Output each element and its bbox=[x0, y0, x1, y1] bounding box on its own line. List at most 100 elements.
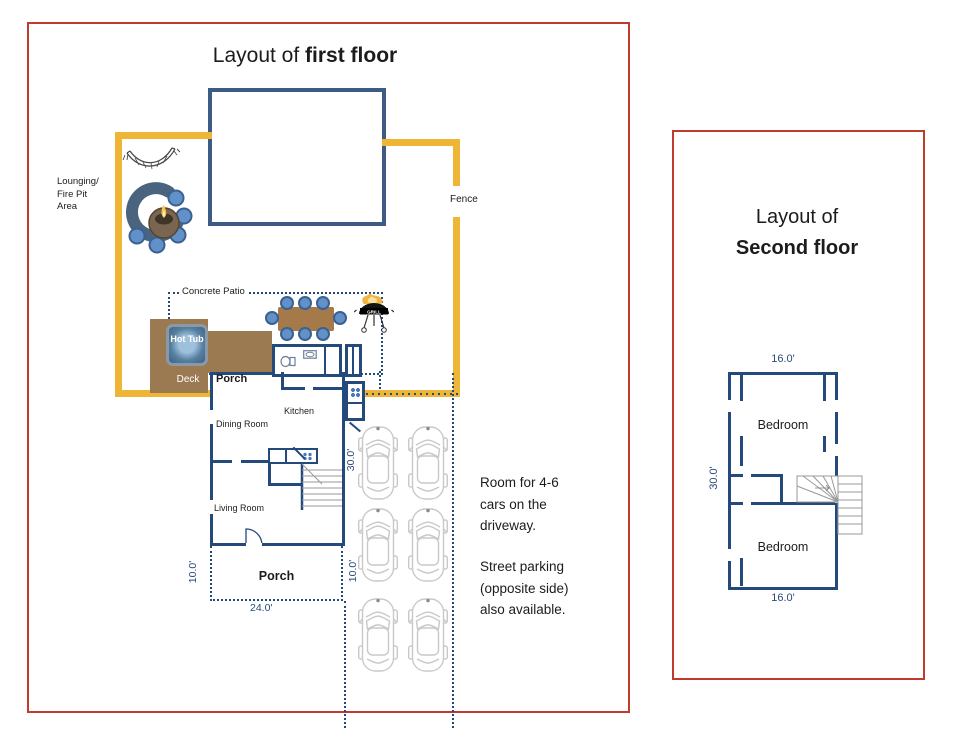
bathroom-outline bbox=[272, 344, 342, 377]
wall bbox=[780, 474, 783, 505]
kitchen-label: Kitchen bbox=[284, 406, 315, 416]
parking-note-2: Street parking (opposite side) also avai… bbox=[480, 556, 569, 621]
grill-label: GRILL bbox=[367, 309, 381, 314]
car-icon bbox=[358, 424, 398, 502]
fence-segment bbox=[382, 139, 460, 146]
chair-icon bbox=[280, 296, 294, 310]
stairs-icon bbox=[796, 475, 863, 535]
lounging-line: Area bbox=[57, 201, 78, 212]
hot-tub: Hot Tub bbox=[166, 324, 208, 366]
lounging-line: Fire Pit bbox=[57, 188, 88, 200]
closet-door bbox=[352, 347, 354, 374]
dining-room-label: Dining Room bbox=[216, 419, 269, 429]
chair-icon bbox=[333, 311, 347, 325]
note-line: cars on the bbox=[480, 496, 547, 512]
bedroom-upper-label: Bedroom bbox=[757, 418, 809, 432]
dimension-label: 10.0' bbox=[187, 560, 199, 584]
chair-icon bbox=[298, 327, 312, 341]
dimension-label: 16.0' bbox=[771, 592, 795, 604]
concrete-patio-edge bbox=[379, 371, 381, 397]
window-gap bbox=[728, 549, 731, 561]
wall bbox=[751, 502, 835, 505]
bedroom-lower-label: Bedroom bbox=[757, 540, 809, 554]
car-icon bbox=[408, 424, 448, 502]
wall bbox=[740, 375, 743, 401]
chair-icon bbox=[298, 296, 312, 310]
stove-icon bbox=[302, 452, 313, 461]
car-icon bbox=[408, 506, 448, 584]
fence-segment bbox=[453, 217, 460, 397]
porch-bottom-label: Porch bbox=[258, 569, 295, 583]
first-floor-title: Layout of first floor bbox=[150, 44, 460, 68]
second-floor-panel-border bbox=[672, 130, 925, 680]
counter-divider bbox=[348, 402, 362, 404]
dimension-label: 30.0' bbox=[708, 466, 720, 490]
fence-segment bbox=[115, 132, 212, 139]
window-gap bbox=[835, 400, 838, 412]
second-floor-title: Layout of Second floor bbox=[682, 202, 912, 264]
concrete-patio-label: Concrete Patio bbox=[179, 286, 248, 297]
driveway-top-dots bbox=[336, 393, 458, 395]
wall bbox=[740, 436, 743, 466]
closet-outline bbox=[345, 344, 362, 377]
note-line: (opposite side) bbox=[480, 580, 569, 596]
sink-icon bbox=[303, 350, 317, 359]
window-gap bbox=[728, 400, 731, 412]
car-icon bbox=[408, 596, 448, 674]
porch-top-label: Porch bbox=[216, 373, 248, 385]
fence-label: Fence bbox=[450, 194, 478, 205]
car-icon bbox=[358, 596, 398, 674]
wall bbox=[281, 387, 305, 390]
window-gap bbox=[210, 500, 213, 514]
note-line: Room for 4-6 bbox=[480, 475, 559, 490]
deck-label: Deck bbox=[176, 374, 200, 385]
first-floor-title-prefix: Layout of bbox=[212, 44, 300, 67]
window-gap bbox=[835, 444, 838, 456]
wall bbox=[823, 436, 826, 452]
wall bbox=[731, 474, 743, 477]
kitchen-appliance-outline bbox=[345, 381, 365, 421]
fence-segment bbox=[453, 139, 460, 186]
fire-pit-icon bbox=[126, 182, 193, 254]
lounging-area-label: Lounging/ Fire Pit Area bbox=[57, 176, 99, 214]
wall bbox=[731, 502, 743, 505]
chair-icon bbox=[280, 327, 294, 341]
first-floor-panel-border bbox=[27, 22, 630, 713]
chair-icon bbox=[265, 311, 279, 325]
chair-icon bbox=[316, 327, 330, 341]
chair-icon bbox=[167, 189, 185, 207]
living-room-label: Living Room bbox=[214, 503, 265, 513]
hot-tub-label: Hot Tub bbox=[170, 334, 204, 344]
first-floor-title-bold: first floor bbox=[305, 44, 398, 67]
bathroom-wall bbox=[324, 347, 326, 374]
wall bbox=[751, 474, 783, 477]
chair-icon bbox=[128, 227, 146, 245]
structure-outline bbox=[208, 88, 386, 226]
car-icon bbox=[358, 506, 398, 584]
chair-icon bbox=[148, 236, 166, 254]
wall bbox=[313, 387, 345, 390]
stove-icon bbox=[350, 387, 360, 397]
note-line: driveway. bbox=[480, 518, 537, 533]
dimension-label: 30.0' bbox=[345, 448, 357, 472]
porch-outline bbox=[210, 546, 343, 601]
parking-note-1: Room for 4-6 cars on the driveway. bbox=[480, 472, 559, 537]
stairs-icon bbox=[300, 463, 342, 510]
wall bbox=[823, 375, 826, 401]
second-floor-title-bold: Second floor bbox=[735, 237, 859, 259]
door-gap bbox=[246, 543, 262, 546]
second-floor-title-prefix: Layout of bbox=[755, 206, 839, 228]
lounging-line: Lounging/ bbox=[57, 176, 99, 187]
wall bbox=[210, 460, 232, 463]
fence-segment bbox=[115, 132, 122, 397]
dimension-label: 16.0' bbox=[771, 353, 795, 365]
note-line: Street parking bbox=[480, 559, 565, 574]
note-line: also available. bbox=[480, 602, 566, 617]
chair-icon bbox=[316, 296, 330, 310]
wall bbox=[268, 448, 271, 486]
deck-extension bbox=[208, 331, 272, 373]
dimension-label: 10.0' bbox=[347, 559, 359, 583]
driveway-left-edge bbox=[344, 601, 346, 728]
dimension-label: 24.0' bbox=[250, 602, 273, 614]
